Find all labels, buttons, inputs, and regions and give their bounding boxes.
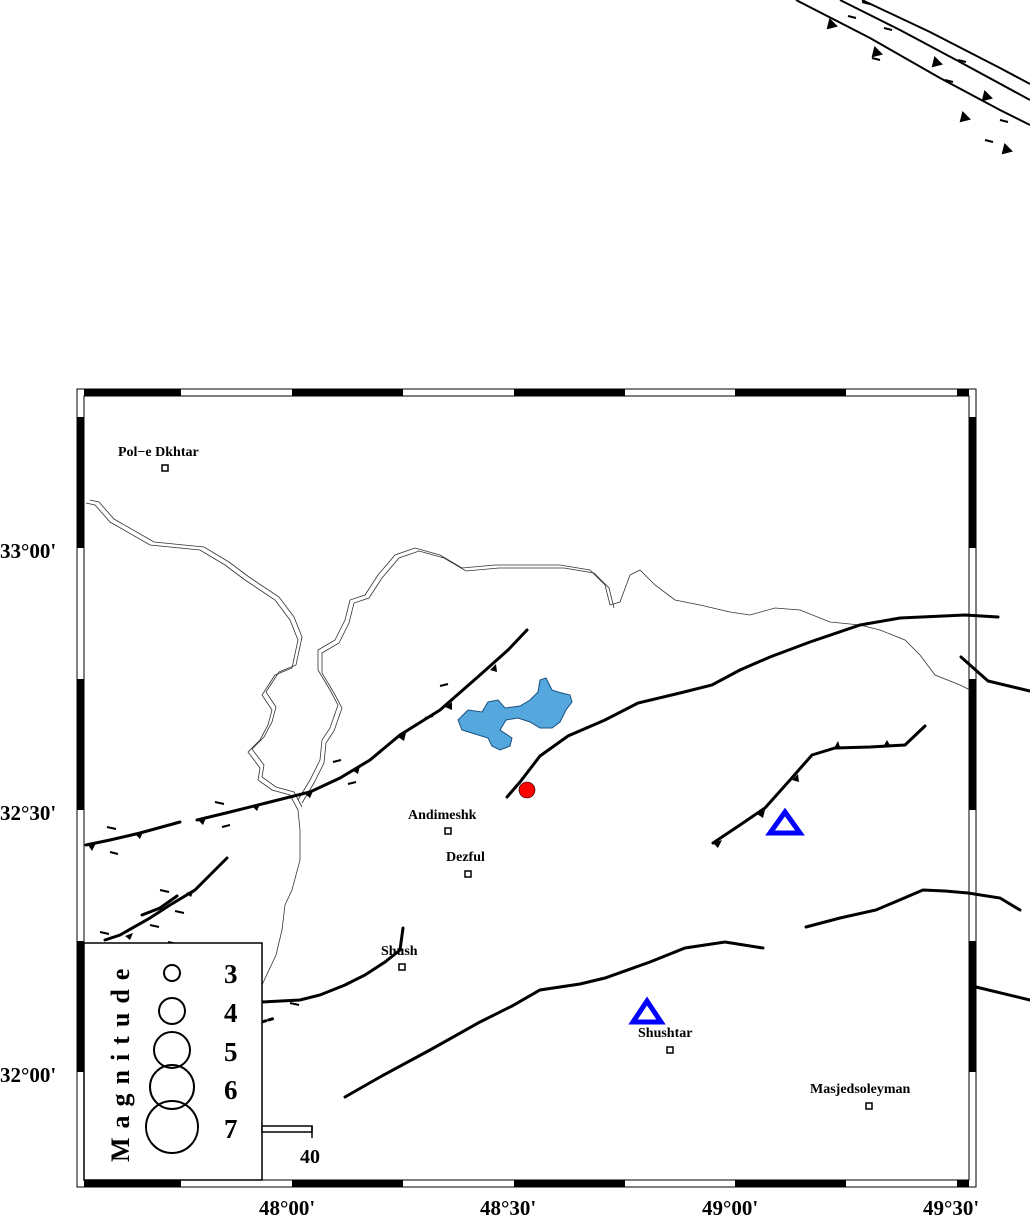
epicenter-marker [518,781,536,799]
legend-circle-4 [158,997,186,1025]
legend-circle-3 [163,964,181,982]
city-shushtar: Shushtar [638,1026,692,1054]
station-triangle-icon [765,807,805,836]
lat-label: 32°30' [0,801,56,825]
legend-value: 4 [224,998,238,1028]
inset-fault-zone [795,0,1030,155]
legend-value: 6 [224,1075,238,1105]
city-andimeshk: Andimeshk [408,808,477,835]
station-triangle-icon [628,996,666,1025]
legend-value: 7 [224,1114,238,1144]
river-lines [85,499,971,1006]
city-masjedsoleyman: Masjedsoleyman [810,1082,911,1110]
cities: Pol−e Dkhtar Andimeshk Dezful Shush Shus… [118,445,911,1110]
svg-text:Masjedsoleyman: Masjedsoleyman [810,1082,911,1097]
lat-label: 33°00' [0,539,56,563]
legend-circle-5 [153,1031,191,1069]
city-dezful: Dezful [446,850,485,878]
lon-label: 48°30' [480,1196,536,1219]
svg-text:Shushtar: Shushtar [638,1026,692,1041]
reservoir-lake [457,677,573,751]
legend-circle-6 [149,1064,195,1110]
fault-teeth [88,664,891,940]
legend-value: 3 [224,959,238,989]
scale-bar-label: 40 [300,1146,320,1168]
lat-label: 32°00' [0,1063,56,1087]
legend-circle-7 [145,1100,199,1154]
seismic-stations [628,807,805,1025]
scale-bar: 40 [261,1125,320,1168]
city-shush: Shush [381,944,418,971]
svg-text:Dezful: Dezful [446,850,485,865]
svg-text:Pol−e Dkhtar: Pol−e Dkhtar [118,445,199,460]
latitude-labels: 33°00' 32°30' 32°00' [0,539,56,1087]
legend-value: 5 [224,1037,238,1067]
lon-label: 49°30' [923,1196,979,1219]
svg-text:Shush: Shush [381,944,418,959]
svg-text:Andimeshk: Andimeshk [408,808,477,823]
city-pol-e-dkhtar: Pol−e Dkhtar [118,445,199,472]
lon-label: 49°00' [702,1196,758,1219]
legend-title: Magnitude [106,960,135,1162]
longitude-labels: 48°00' 48°30' 49°00' 49°30' [259,1196,979,1219]
magnitude-legend: Magnitude 3 4 5 6 7 [83,942,263,1181]
lon-label: 48°00' [259,1196,315,1219]
